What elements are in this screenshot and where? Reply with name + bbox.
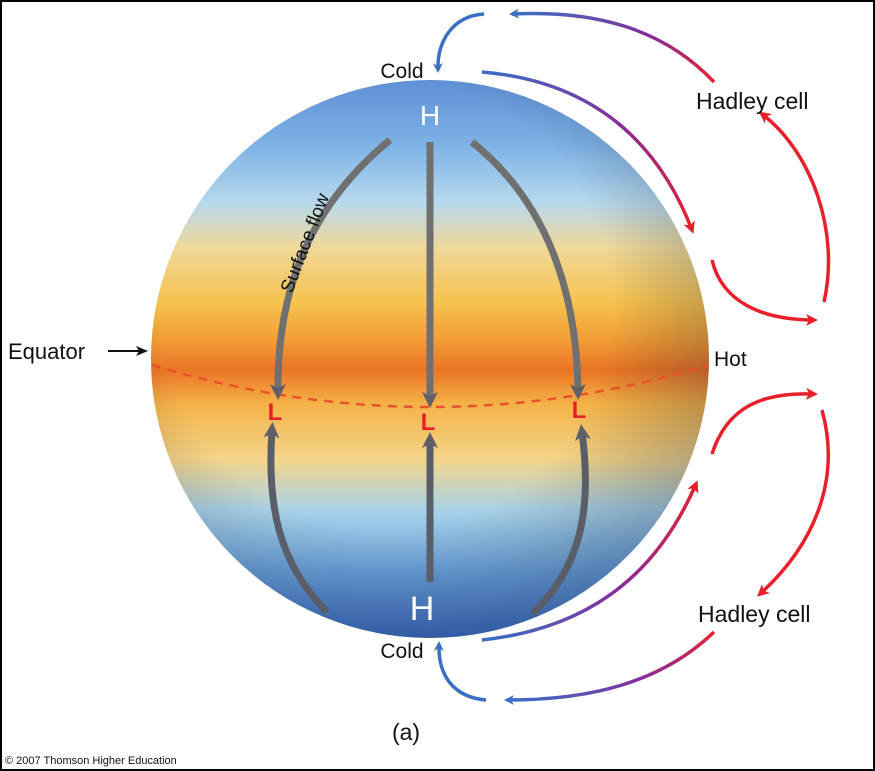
copyright-text: © 2007 Thomson Higher Education [5,755,177,767]
cold-label-bottom: Cold [380,640,423,663]
hot-label: Hot [714,348,747,371]
hadley-cell-label-bottom: Hadley cell [698,601,811,627]
top-surface-arrow [710,259,818,326]
hadley-cell-top-arrows [432,8,831,326]
high-pressure-top: H [420,100,440,131]
flow-arrow-right-down [469,139,586,400]
top-rising-arrow [758,111,831,303]
low-pressure-right: L [572,397,587,424]
panel-label: (a) [392,719,420,745]
high-pressure-bottom: H [410,590,435,628]
flow-arrow-left-down [269,137,393,400]
bottom-rising-arrow [433,641,487,702]
low-pressure-center: L [421,409,436,436]
cold-label-top: Cold [380,60,423,83]
top-descending-arrow [432,12,485,73]
top-outflow-arrow [481,70,695,234]
equator-label: Equator [8,339,85,364]
bottom-return-arrow [504,630,716,705]
bottom-outflow-arrow [481,480,699,642]
bottom-surface-arrow [710,387,818,455]
surface-flow-arrows [263,137,591,617]
hadley-cell-bottom-arrows [433,387,830,705]
low-pressure-left: L [268,399,283,426]
hadley-cell-label-top: Hadley cell [696,88,809,114]
flow-arrow-right-up [529,424,591,617]
top-return-arrow [509,8,716,84]
flow-arrow-left-up [263,422,330,615]
bottom-sinking-arrow [757,409,830,597]
equator-line [151,363,709,409]
